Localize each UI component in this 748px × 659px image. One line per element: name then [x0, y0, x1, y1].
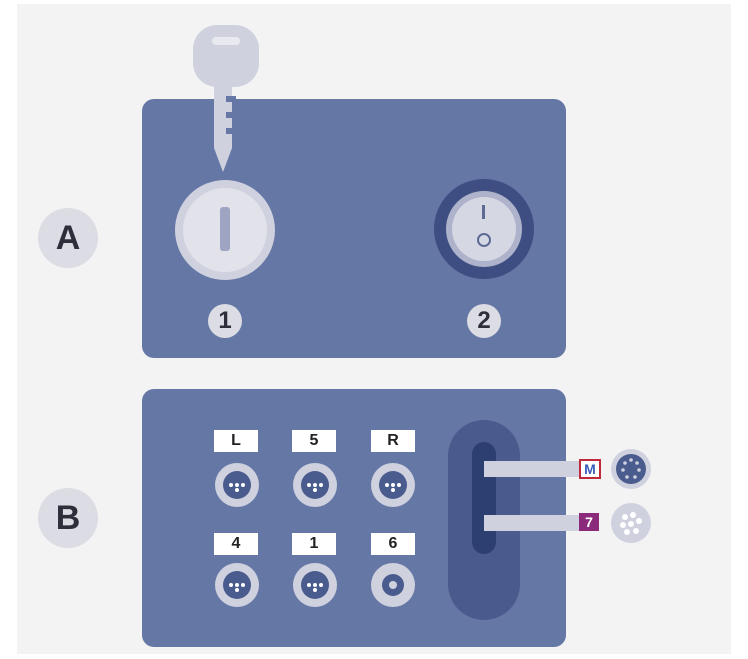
key-switch-number: 1 — [218, 307, 232, 334]
jack-label-text: 5 — [309, 432, 319, 449]
xlr-jack-socket — [379, 471, 407, 499]
din-plug-7-icon — [611, 503, 651, 543]
xlr-jack-4-icon[interactable] — [215, 563, 259, 607]
jack-label-bottom-1: 4 — [214, 533, 258, 555]
xlr-jack-socket — [223, 571, 251, 599]
section-a-label: A — [55, 218, 81, 257]
section-a-badge: A — [38, 208, 98, 268]
jack-label-top-3: R — [371, 430, 415, 452]
xlr-jack-socket — [223, 471, 251, 499]
jack-label-top-1: L — [214, 430, 258, 452]
power-switch-number: 2 — [477, 307, 491, 334]
xlr-jack-socket — [301, 471, 329, 499]
power-switch-icon[interactable] — [434, 179, 534, 279]
section-b-badge: B — [38, 488, 98, 548]
xlr-jack-r-icon[interactable] — [371, 463, 415, 507]
cable-tag-text: 7 — [585, 514, 593, 530]
jack-label-bottom-2: 1 — [292, 533, 336, 555]
cable-tag-m: M — [579, 459, 601, 479]
section-b-label: B — [55, 498, 81, 537]
jack-label-text: 6 — [388, 535, 398, 552]
xlr-jack-socket — [301, 571, 329, 599]
din-plug-m-icon — [611, 449, 651, 489]
xlr-jack-5-icon[interactable] — [293, 463, 337, 507]
jack-label-text: 1 — [309, 535, 319, 552]
jack-label-text: 4 — [231, 535, 241, 552]
cable-tag-7: 7 — [579, 513, 599, 531]
xlr-jack-1-icon[interactable] — [293, 563, 337, 607]
key-switch-icon[interactable] — [175, 180, 275, 280]
power-switch-number-badge: 2 — [467, 304, 501, 338]
cable-m — [484, 461, 584, 477]
cable-7 — [484, 515, 584, 531]
jack-label-text: R — [387, 432, 399, 449]
rca-jack-6-icon[interactable] — [371, 563, 415, 607]
jack-label-bottom-3: 6 — [371, 533, 415, 555]
xlr-jack-l-icon[interactable] — [215, 463, 259, 507]
jack-label-text: L — [231, 432, 241, 449]
jack-label-top-2: 5 — [292, 430, 336, 452]
cable-tag-text: M — [584, 461, 596, 477]
key-switch-number-badge: 1 — [208, 304, 242, 338]
key-icon — [193, 25, 259, 172]
